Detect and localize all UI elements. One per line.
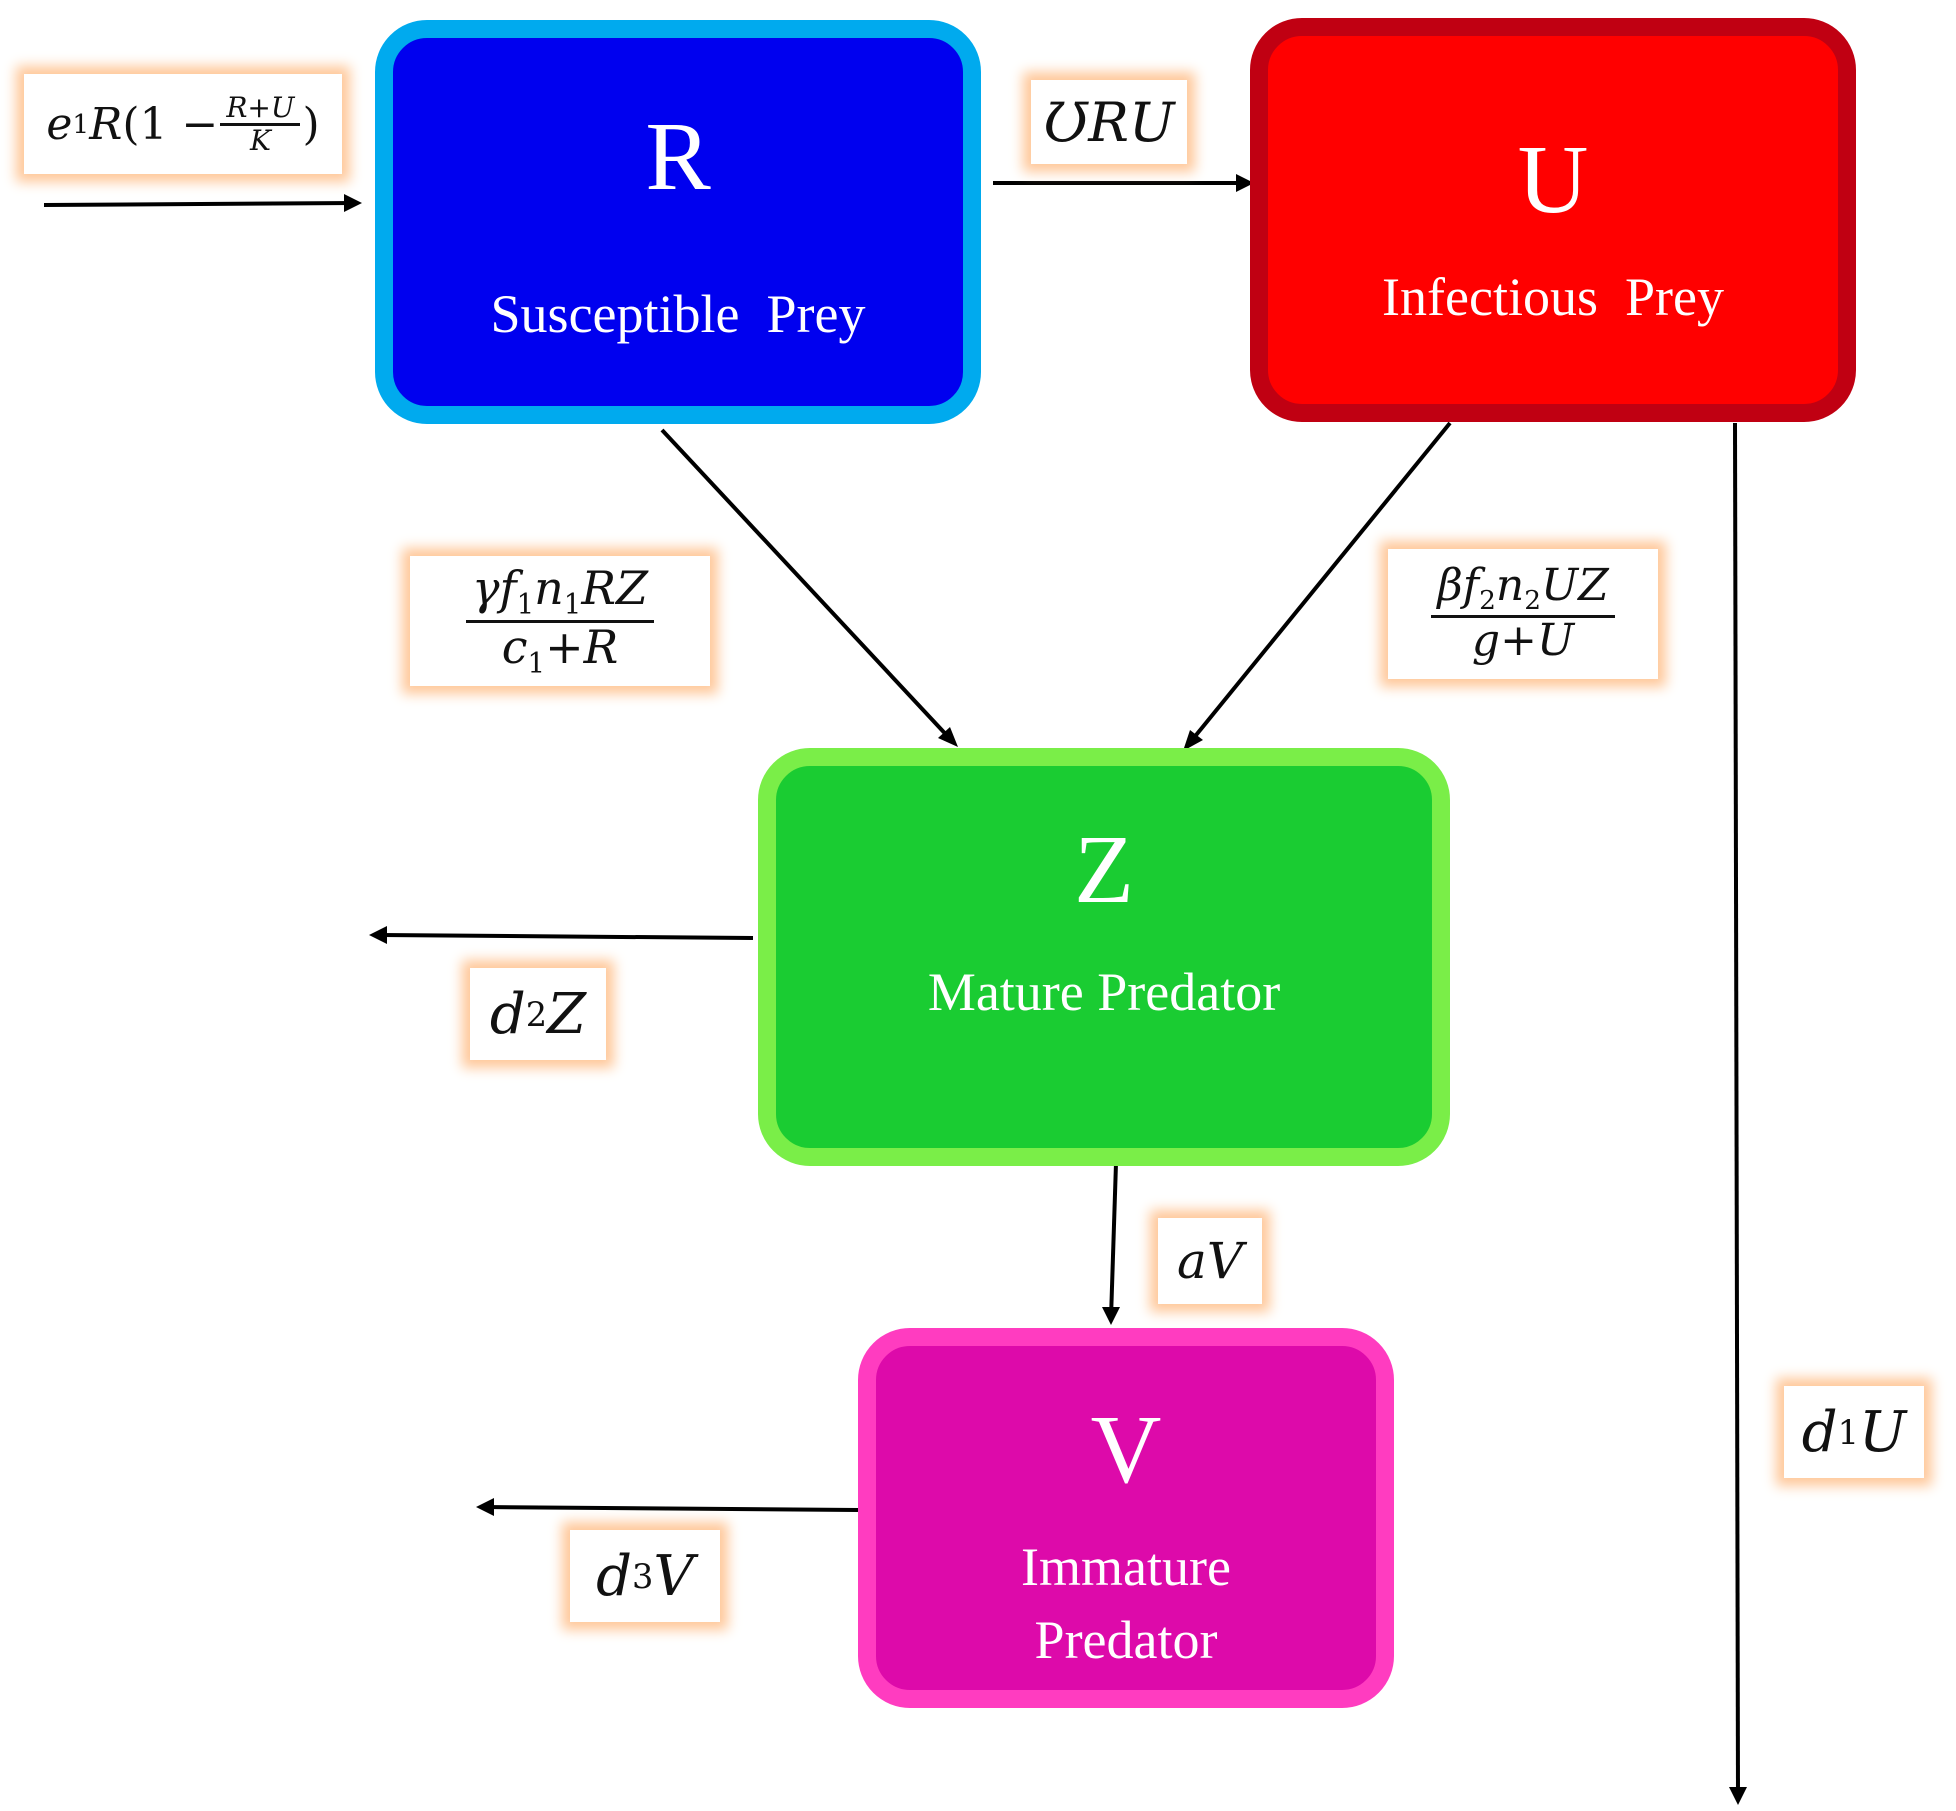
r-to-z-arrowhead	[938, 727, 958, 747]
z-to-v-arrow	[1109, 1162, 1118, 1319]
pr-num-b: n	[534, 560, 564, 615]
susceptible-prey-label: Susceptible Prey	[490, 284, 866, 344]
du-var: U	[1859, 1399, 1907, 1465]
logistic-frac-num: R+U	[220, 93, 301, 126]
u-to-z-arrow	[1186, 421, 1452, 747]
du-base: d	[1801, 1399, 1838, 1465]
pr-num-b-sub: 1	[563, 587, 582, 621]
pr-den-b: +R	[545, 619, 619, 674]
pu-num-b: n	[1495, 560, 1525, 612]
infectious-prey-symbol: U	[1517, 126, 1589, 234]
mature-predator-symbol: Z	[1074, 816, 1134, 924]
dz-var: Z	[547, 981, 587, 1047]
z-death-arrowhead	[369, 926, 387, 944]
pr-num-a: γf	[472, 560, 517, 615]
v-death-arrow	[482, 1505, 859, 1512]
infectious-prey-node: U Infectious Prey	[1250, 18, 1856, 422]
maturation-rate: aV	[1158, 1218, 1262, 1304]
pu-num-a: βf	[1437, 560, 1480, 612]
z-death-arrow	[375, 933, 754, 940]
susceptible-prey-node: R Susceptible Prey	[375, 20, 981, 424]
z-to-v-arrowhead	[1102, 1307, 1120, 1325]
rate-e-sub: 1	[72, 108, 90, 140]
rate-open: (1 −	[122, 98, 219, 150]
pr-num-c: RZ	[581, 560, 648, 615]
infectious-prey-label: Infectious Prey	[1382, 267, 1724, 327]
infection-arrowhead	[1236, 174, 1254, 192]
dv-base: d	[596, 1543, 633, 1609]
immature-predator-symbol: V	[1090, 1396, 1162, 1504]
immature-predator-label-line2: Predator	[1034, 1610, 1218, 1670]
logistic-frac-den: K	[249, 123, 271, 157]
pu-den: g+U	[1471, 615, 1575, 667]
pr-num-a-sub: 1	[516, 587, 535, 621]
infection-rate: ƱRU	[1031, 80, 1187, 164]
dz-base: d	[489, 981, 526, 1047]
birth-arrow	[43, 201, 356, 207]
immature-predator-node: V Immature Predator	[858, 1328, 1394, 1708]
predation-susceptible-rate: γf1n1RZ c1+R	[410, 556, 710, 686]
predation-infectious-rate: βf2n2UZ g+U	[1388, 549, 1658, 679]
pr-den-a-sub: 1	[527, 646, 546, 680]
rate-close: )	[302, 98, 320, 150]
mature-predator-node: Z Mature Predator	[758, 748, 1450, 1166]
v-death-arrowhead	[476, 1498, 494, 1516]
rate-r: R	[89, 98, 123, 150]
rate-e: e	[46, 98, 73, 150]
u-to-z-arrowhead	[1183, 730, 1203, 751]
u-death-arrow	[1733, 422, 1740, 1799]
dv-var: V	[653, 1543, 694, 1609]
u-death-arrowhead	[1729, 1787, 1747, 1805]
birth-arrowhead	[344, 194, 362, 212]
pu-num-c: UZ	[1541, 560, 1609, 612]
r-to-z-arrow	[660, 428, 955, 744]
pu-num-a-sub: 2	[1479, 585, 1496, 617]
pu-num-b-sub: 2	[1524, 585, 1541, 617]
pr-den-a: c	[501, 619, 528, 674]
susceptible-prey-symbol: R	[645, 103, 711, 211]
dv-sub: 3	[632, 1556, 654, 1596]
dz-sub: 2	[525, 994, 548, 1034]
mature-predator-label: Mature Predator	[927, 962, 1281, 1022]
du-sub: 1	[1837, 1412, 1860, 1452]
immature-predator-label-line1: Immature	[1021, 1537, 1231, 1597]
